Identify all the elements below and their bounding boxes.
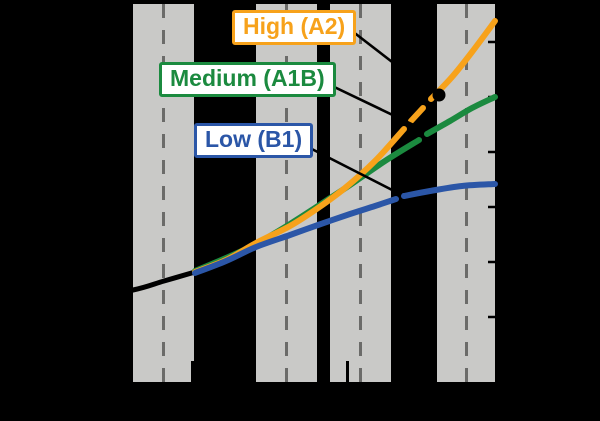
scenario-label-high-text: High (A2)	[243, 13, 346, 39]
leader-line-medium	[327, 82, 425, 132]
scenario-label-low-text: Low (B1)	[205, 126, 303, 152]
low-b1-line-seg1	[192, 196, 399, 276]
observed-line	[75, 269, 198, 302]
scenario-label-medium-text: Medium (A1B)	[170, 65, 325, 91]
low-b1-line-seg2	[401, 181, 498, 199]
medium-a1b-line-seg2	[424, 94, 498, 137]
high-a2-line-seg2	[408, 105, 426, 124]
marker-dot	[432, 88, 446, 102]
scenario-label-high: High (A2)	[232, 10, 357, 45]
scenario-label-medium: Medium (A1B)	[159, 62, 336, 97]
scenario-label-low: Low (B1)	[194, 123, 314, 158]
leader-line-low	[301, 142, 401, 196]
leader-line-high	[351, 29, 432, 94]
